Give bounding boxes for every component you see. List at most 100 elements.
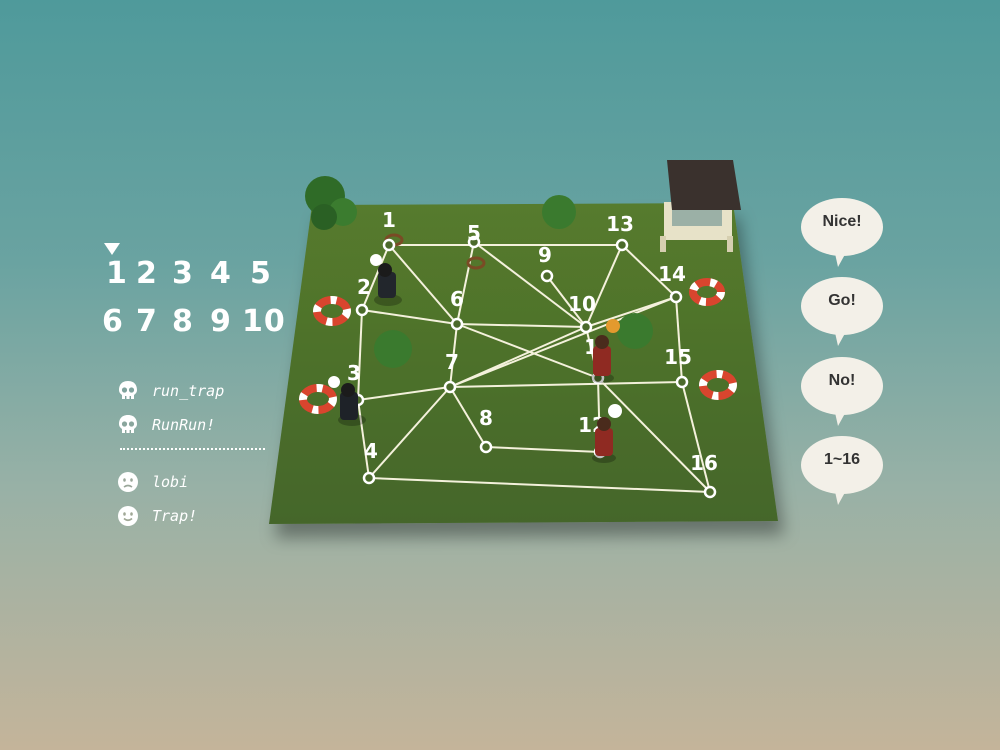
node-label: 8 [479, 406, 493, 430]
node-label: 9 [538, 243, 552, 267]
board-node-2[interactable]: 2 [355, 275, 371, 317]
board-node-5[interactable]: 5 [467, 221, 481, 249]
path-network [357, 241, 711, 493]
path-edge [621, 244, 677, 298]
skull-icon [328, 376, 340, 388]
lifeguard-tower [660, 160, 741, 252]
board-node-6[interactable]: 6 [450, 287, 464, 331]
path-edge [456, 323, 587, 328]
node-marker[interactable] [540, 269, 554, 283]
node-label: 10 [568, 292, 596, 316]
player-name: run_trap [152, 382, 225, 400]
lifebuoy-right-lower [699, 370, 737, 400]
board-node-8[interactable]: 8 [479, 406, 493, 454]
node-label: 13 [606, 212, 634, 236]
skull-icon [370, 254, 382, 266]
board-node-9[interactable]: 9 [538, 243, 554, 283]
turn-2[interactable]: 2 [136, 256, 158, 291]
chat-bubble-label: 1~16 [823, 451, 861, 468]
board-node-16[interactable]: 16 [690, 451, 718, 499]
player-trap[interactable]: Trap! [116, 502, 197, 530]
player-run-trap[interactable]: run_trap [116, 377, 224, 405]
skull-icon [119, 381, 137, 399]
turn-6[interactable]: 6 [102, 304, 124, 339]
skull-icon [119, 415, 137, 433]
node-marker[interactable] [615, 238, 629, 252]
tree-right [617, 313, 653, 349]
path-edge [368, 477, 711, 493]
path-edge [456, 323, 599, 379]
node-marker[interactable] [669, 290, 683, 304]
node-label: 4 [364, 439, 378, 463]
node-marker[interactable] [579, 320, 593, 334]
node-label: 6 [450, 287, 464, 311]
turn-8[interactable]: 8 [172, 304, 194, 339]
turn-10[interactable]: 10 [242, 304, 286, 339]
turn-3[interactable]: 3 [172, 256, 194, 291]
tree-center-left [374, 330, 412, 368]
path-edge [681, 381, 711, 493]
smile-face-icon [118, 506, 138, 526]
node-label: 5 [467, 221, 481, 245]
node-marker[interactable] [450, 317, 464, 331]
board-node-4[interactable]: 4 [362, 439, 378, 485]
path-edge [675, 296, 683, 383]
player-piece-trap[interactable] [592, 404, 622, 463]
player-piece-lobi[interactable] [590, 319, 620, 383]
turn-1[interactable]: 1 [106, 256, 128, 291]
turn-7[interactable]: 7 [136, 304, 158, 339]
lifebuoy-left [313, 296, 351, 326]
path-edge [361, 244, 390, 311]
player-piece-run-trap[interactable] [370, 254, 402, 306]
speech-bubble-icon [801, 198, 883, 267]
turn-4[interactable]: 4 [210, 256, 232, 291]
node-marker[interactable] [362, 471, 376, 485]
chat-bubble-label: Go! [828, 292, 856, 309]
turn-9[interactable]: 9 [210, 304, 232, 339]
node-label: 3 [347, 361, 361, 385]
path-edge [546, 275, 587, 328]
board-node-7[interactable]: 7 [443, 350, 459, 394]
path-edge [449, 386, 487, 448]
node-marker[interactable] [382, 238, 396, 252]
path-edge [368, 386, 451, 479]
board-node-14[interactable]: 14 [658, 262, 686, 304]
path-edge [449, 381, 683, 388]
board-node-15[interactable]: 15 [664, 345, 692, 389]
path-edge [485, 446, 601, 453]
node-marker[interactable] [675, 375, 689, 389]
path-edge [357, 399, 370, 479]
node-marker[interactable] [479, 440, 493, 454]
turn-5[interactable]: 5 [250, 256, 272, 291]
player-lobi[interactable]: lobi [116, 468, 188, 496]
path-edge [361, 309, 458, 325]
node-marker[interactable] [443, 380, 457, 394]
node-marker[interactable] [703, 485, 717, 499]
path-edge [357, 309, 363, 401]
path-edge [473, 241, 587, 328]
node-marker[interactable] [355, 303, 369, 317]
chat-bubble-no[interactable]: No! [800, 356, 884, 426]
path-edge [357, 386, 451, 401]
current-turn-pointer-icon [104, 243, 120, 255]
board-node-10[interactable]: 10 [568, 292, 596, 334]
path-edge [456, 241, 475, 325]
board-node-13[interactable]: 13 [606, 212, 634, 252]
worried-face-icon [118, 472, 138, 492]
board-node-1[interactable]: 1 [382, 208, 396, 252]
player-piece-runrun[interactable] [328, 376, 366, 426]
chat-bubble-label: No! [828, 372, 856, 389]
chat-bubble-nice[interactable]: Nice! [800, 197, 884, 267]
player-name: lobi [152, 473, 189, 491]
chat-bubble-range[interactable]: 1~16 [800, 435, 884, 505]
player-runrun[interactable]: RunRun! [116, 411, 215, 439]
chat-bubble-go[interactable]: Go! [800, 276, 884, 346]
speech-bubble-icon [801, 277, 883, 346]
player-divider [120, 448, 265, 450]
tree-top-left [305, 176, 357, 230]
node-marker[interactable] [467, 235, 481, 249]
player-name: Trap! [152, 507, 198, 525]
path-edge [449, 323, 458, 388]
grass-field [269, 203, 778, 524]
